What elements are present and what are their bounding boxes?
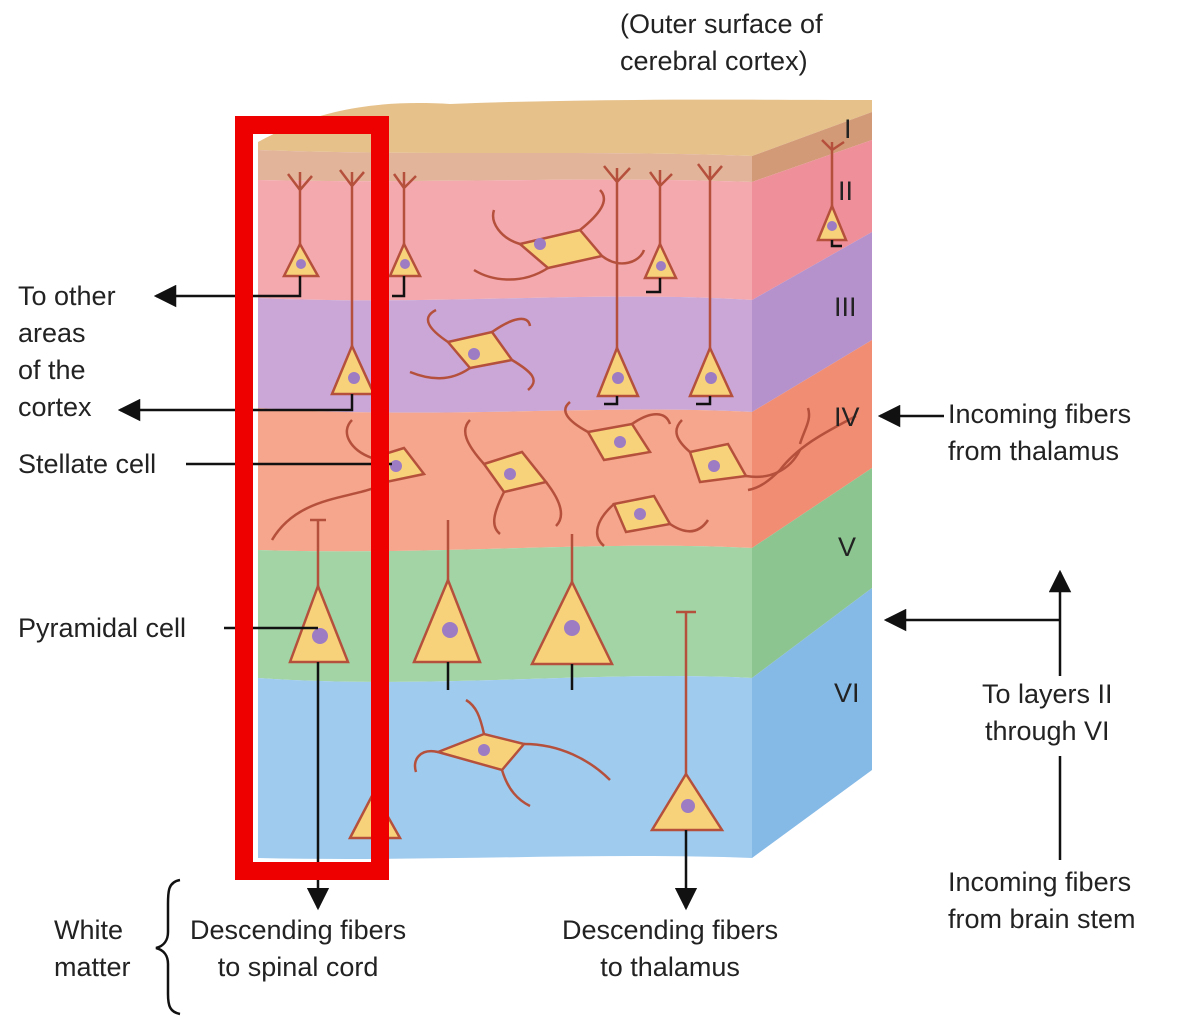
- white-matter-label: White matter: [54, 912, 131, 986]
- descending-spinal-line2: to spinal cord: [190, 949, 406, 986]
- to-other-areas-line3: of the: [18, 352, 116, 389]
- to-other-areas-line2: areas: [18, 315, 116, 352]
- to-layers-line2: through VI: [982, 713, 1113, 750]
- incoming-brainstem-line1: Incoming fibers: [948, 864, 1136, 901]
- descending-thalamus-line2: to thalamus: [562, 949, 778, 986]
- incoming-thalamus-line1: Incoming fibers: [948, 396, 1131, 433]
- layer-label-iv: IV: [834, 402, 860, 432]
- stellate-cell-label: Stellate cell: [18, 446, 156, 483]
- incoming-brainstem-line2: from brain stem: [948, 901, 1136, 938]
- descending-spinal-label: Descending fibers to spinal cord: [190, 912, 406, 986]
- to-other-areas-line4: cortex: [18, 389, 116, 426]
- layer-label-vi: VI: [834, 678, 860, 708]
- descending-thalamus-line1: Descending fibers: [562, 912, 778, 949]
- incoming-thalamus-line2: from thalamus: [948, 433, 1131, 470]
- to-layers-label: To layers II through VI: [982, 676, 1113, 750]
- to-other-areas-label: To other areas of the cortex: [18, 278, 116, 426]
- cortex-layers: [258, 100, 872, 859]
- descending-spinal-line1: Descending fibers: [190, 912, 406, 949]
- white-matter-brace: [156, 880, 180, 1014]
- layer-label-v: V: [838, 532, 856, 562]
- layer-label-i: I: [844, 114, 852, 144]
- outer-surface-line1: (Outer surface of: [620, 6, 823, 43]
- incoming-thalamus-label: Incoming fibers from thalamus: [948, 396, 1131, 470]
- layer-ii-band: [258, 180, 752, 301]
- layer-label-iii: III: [834, 292, 857, 322]
- outer-surface-label: (Outer surface of cerebral cortex): [620, 6, 823, 80]
- white-matter-line1: White: [54, 912, 131, 949]
- descending-thalamus-label: Descending fibers to thalamus: [562, 912, 778, 986]
- incoming-brainstem-label: Incoming fibers from brain stem: [948, 864, 1136, 938]
- layer-i-band: [258, 150, 752, 182]
- to-other-areas-line1: To other: [18, 278, 116, 315]
- white-matter-line2: matter: [54, 949, 131, 986]
- layer-label-ii: II: [838, 176, 853, 206]
- pyramidal-cell-label: Pyramidal cell: [18, 610, 186, 647]
- to-layers-line1: To layers II: [982, 676, 1113, 713]
- outer-surface-line2: cerebral cortex): [620, 43, 823, 80]
